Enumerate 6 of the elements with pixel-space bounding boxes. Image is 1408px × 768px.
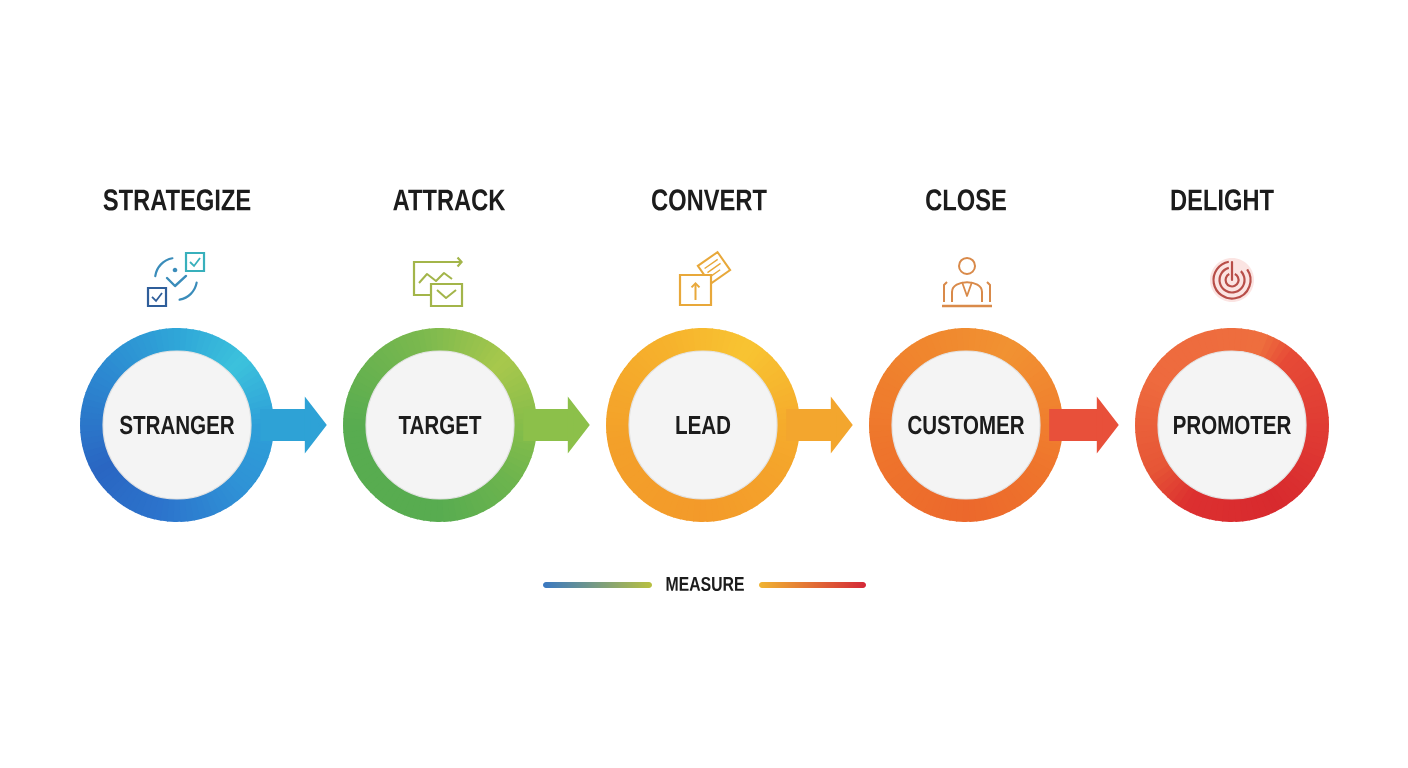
step-heading: DELIGHT <box>1171 189 1274 211</box>
step-heading: CONVERT <box>652 189 767 211</box>
label: MEASURE <box>666 576 744 592</box>
step-heading: CLOSE <box>926 189 1006 211</box>
step-heading: ATTRACK <box>393 189 506 211</box>
step-heading: STRATEGIZE <box>103 189 251 211</box>
